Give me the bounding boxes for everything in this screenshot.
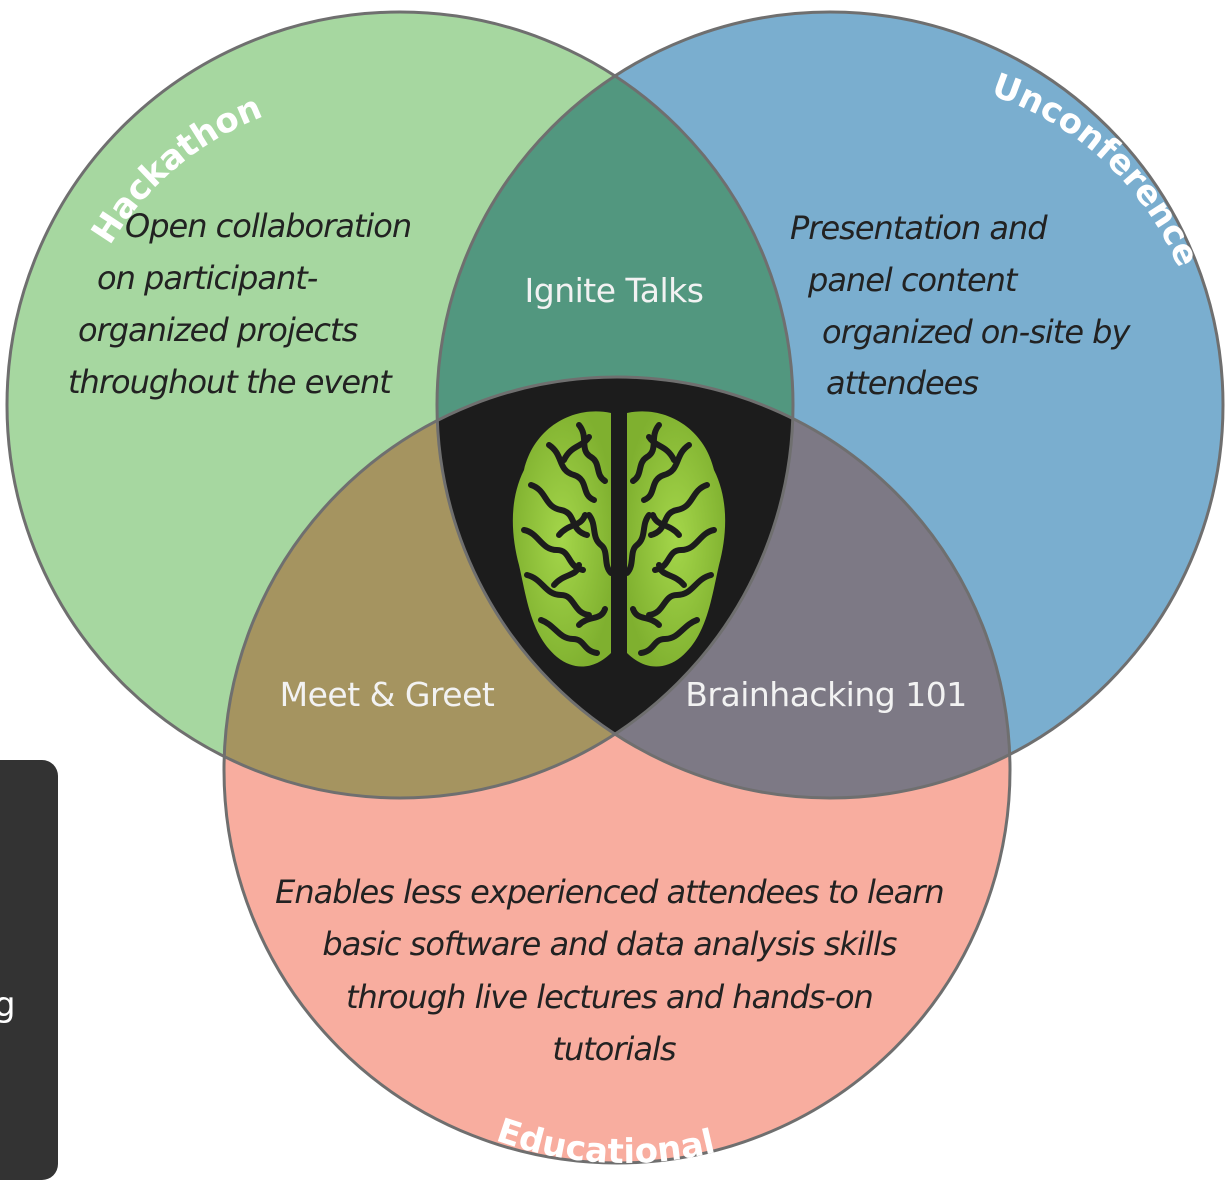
ignite-talks-label: Ignite Talks [525, 271, 704, 310]
brain-icon [512, 410, 726, 667]
hackathon-desc-line: Open collaboration [125, 207, 411, 245]
unconference-description: Presentation and panel content organized… [790, 209, 1139, 402]
unconference-desc-line: attendees [826, 364, 978, 402]
educational-description: Enables less experienced attendees to le… [275, 873, 953, 1068]
unconference-desc-line: Presentation and [790, 209, 1048, 247]
unconference-desc-line: organized on-site by [822, 313, 1131, 351]
hackathon-desc-line: organized projects [78, 311, 358, 349]
meet-greet-label: Meet & Greet [280, 675, 495, 714]
overlay-panel [0, 760, 58, 1180]
brainhacking-101-label: Brainhacking 101 [685, 675, 966, 714]
hackathon-desc-line: throughout the event [68, 363, 393, 401]
unconference-desc-line: panel content [807, 261, 1019, 299]
hackathon-desc-line: on participant- [97, 259, 318, 297]
hackathon-description: Open collaboration on participant- organ… [68, 207, 420, 401]
educational-desc-line: through live lectures and hands-on [346, 978, 873, 1016]
overlay-partial-text: g [0, 985, 16, 1025]
educational-desc-line: Enables less experienced attendees to le… [275, 873, 943, 911]
educational-desc-line: basic software and data analysis skills [322, 925, 896, 963]
educational-desc-line: tutorials [552, 1030, 676, 1068]
